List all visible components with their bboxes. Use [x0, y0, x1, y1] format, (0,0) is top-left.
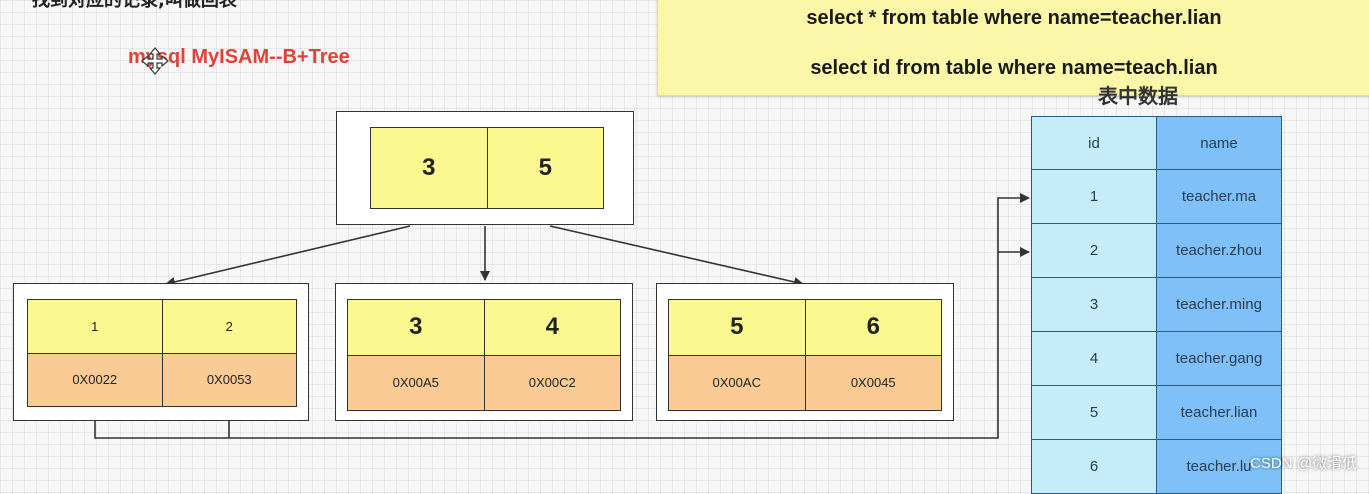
- table-row: 2 teacher.zhou: [1031, 224, 1282, 278]
- column-header: id: [1031, 116, 1157, 170]
- table-cell: teacher.ma: [1157, 170, 1282, 224]
- table-cell: 1: [1031, 170, 1157, 224]
- table-row: 4 teacher.gang: [1031, 332, 1282, 386]
- leaf-address: 0X0022: [28, 353, 162, 406]
- tree-connectors: [94, 193, 1030, 439]
- leaf-address: 0X0053: [161, 353, 296, 406]
- pointer-line-1: [94, 193, 1030, 439]
- data-table: id name 1 teacher.ma 2 teacher.zhou 3 te…: [1031, 116, 1282, 494]
- table-cell: 5: [1031, 386, 1157, 440]
- table-row: 1 teacher.ma: [1031, 170, 1282, 224]
- table-cell: teacher.zhou: [1157, 224, 1282, 278]
- sql-note: select * from table where name=teacher.l…: [657, 0, 1369, 96]
- watermark: CSDN @微滑低: [1250, 455, 1357, 472]
- leaf-key: 4: [483, 300, 620, 355]
- top-heading: 找到对应的记录,叫做回表: [32, 0, 237, 11]
- table-cell: 6: [1031, 440, 1157, 494]
- table-header-row: id name: [1031, 116, 1282, 170]
- table-row: 3 teacher.ming: [1031, 278, 1282, 332]
- leaf-key: 6: [804, 300, 941, 355]
- leaf-address: 0X00C2: [483, 355, 620, 410]
- table-title: 表中数据: [1098, 84, 1178, 108]
- diagram-title: mysql MyISAM--B+Tree: [128, 46, 350, 68]
- edge-root-leaf3: [549, 225, 804, 287]
- sql-query-2: select id from table where name=teach.li…: [810, 57, 1218, 79]
- root-key: 3: [371, 128, 487, 208]
- table-cell: 4: [1031, 332, 1157, 386]
- table-cell: 3: [1031, 278, 1157, 332]
- leaf-address: 0X00A5: [348, 355, 484, 410]
- leaf-node: 3 4 0X00A5 0X00C2: [347, 299, 621, 411]
- table-row: 5 teacher.lian: [1031, 386, 1282, 440]
- leaf-address: 0X0045: [804, 355, 941, 410]
- table-cell: teacher.gang: [1157, 332, 1282, 386]
- table-cell: 2: [1031, 224, 1157, 278]
- leaf-key: 5: [669, 300, 805, 355]
- root-node: 3 5: [370, 127, 604, 209]
- table-cell: teacher.ming: [1157, 278, 1282, 332]
- move-cursor-icon: [141, 47, 169, 75]
- sql-query-1: select * from table where name=teacher.l…: [806, 7, 1222, 29]
- table-cell: teacher.lian: [1157, 386, 1282, 440]
- edge-root-leaf1: [165, 225, 411, 287]
- leaf-key: 1: [28, 300, 162, 353]
- leaf-node: 5 6 0X00AC 0X0045: [668, 299, 942, 411]
- leaf-key: 3: [348, 300, 484, 355]
- leaf-address: 0X00AC: [669, 355, 805, 410]
- leaf-key: 2: [161, 300, 296, 353]
- leaf-node: 1 2 0X0022 0X0053: [27, 299, 297, 407]
- column-header: name: [1157, 116, 1282, 170]
- root-key: 5: [486, 128, 603, 208]
- table-row: 6 teacher.lu: [1031, 440, 1282, 494]
